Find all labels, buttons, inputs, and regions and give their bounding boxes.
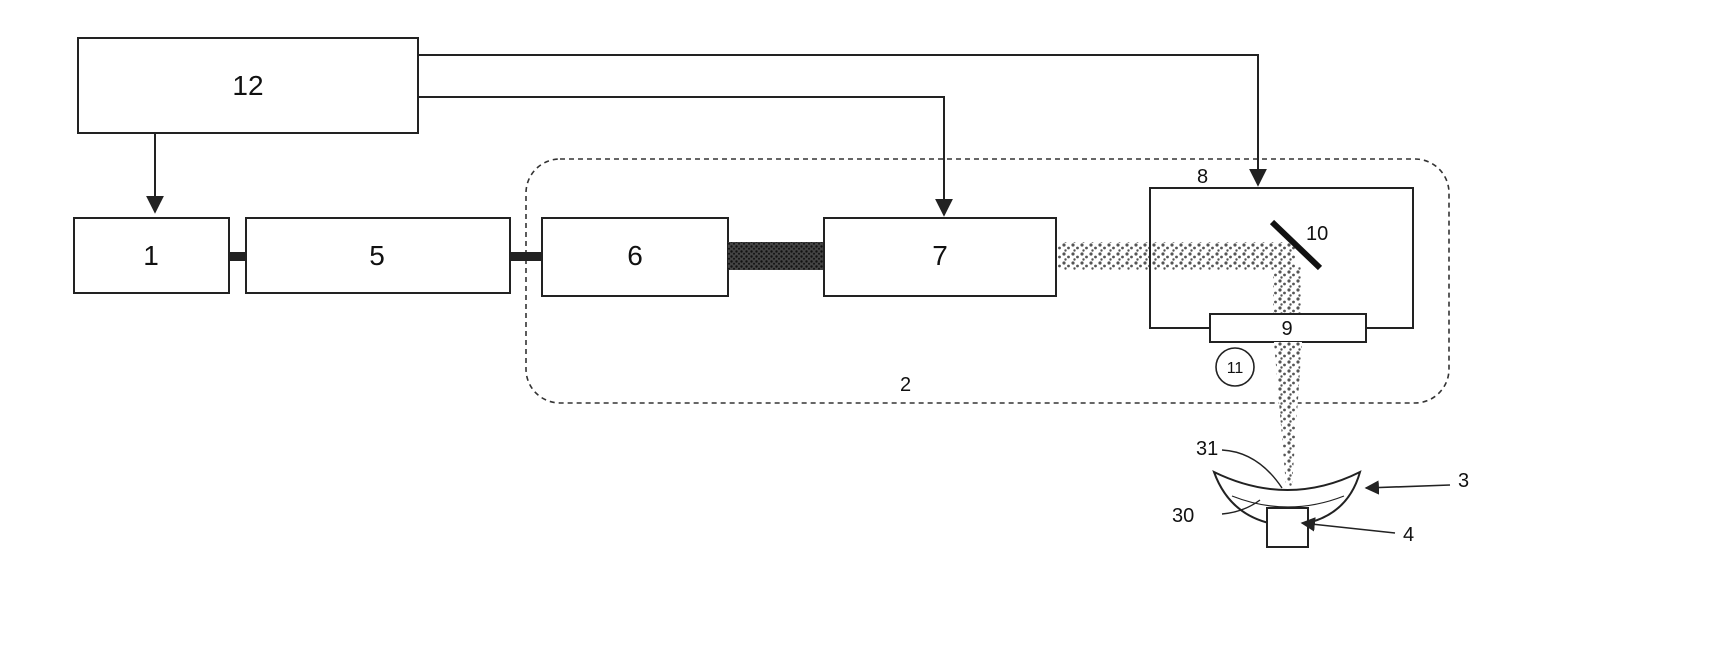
enclosure-2-border [525, 158, 1450, 404]
sensor-11-label: 11 [1227, 360, 1244, 377]
module-8-label: 8 [1197, 166, 1208, 188]
lens-surface-31-label: 31 [1196, 438, 1218, 460]
box-7-label: 7 [932, 240, 948, 271]
mirror-10 [1269, 219, 1323, 271]
callout-31 [1221, 449, 1283, 489]
callout-30 [1221, 499, 1261, 515]
sensor-11 [1215, 347, 1255, 387]
beam-vertical-upper [1273, 266, 1301, 314]
enclosure-2-label: 2 [900, 374, 911, 396]
box-1-label: 1 [143, 240, 159, 271]
module-8-outline [1149, 187, 1414, 329]
box-12 [77, 37, 419, 134]
box-12-label: 12 [232, 70, 263, 101]
pointer-4 [1300, 517, 1396, 534]
box-5-label: 5 [369, 240, 385, 271]
beam-connector-6-7 [728, 242, 824, 270]
pointer-3 [1364, 480, 1451, 495]
stage-4-label: 4 [1403, 524, 1414, 546]
lens-3 [1212, 470, 1362, 528]
box-6-label: 6 [627, 240, 643, 271]
connector-5-6 [510, 252, 542, 261]
beam-converging [1274, 342, 1302, 486]
box-7 [823, 217, 1057, 297]
control-line-12-to-7 [418, 96, 953, 217]
lens-layer-30-label: 30 [1172, 505, 1194, 527]
box-1 [73, 217, 230, 294]
connector-1-5 [229, 252, 246, 261]
control-line-12-to-8 [418, 54, 1267, 187]
beam-horizontal [1058, 242, 1296, 270]
mirror-10-label: 10 [1306, 223, 1328, 245]
lens-3-label: 3 [1458, 470, 1469, 492]
lens-layer-30-line [1231, 495, 1345, 508]
stage-4 [1266, 507, 1309, 548]
window-9-label: 9 [1281, 318, 1292, 340]
